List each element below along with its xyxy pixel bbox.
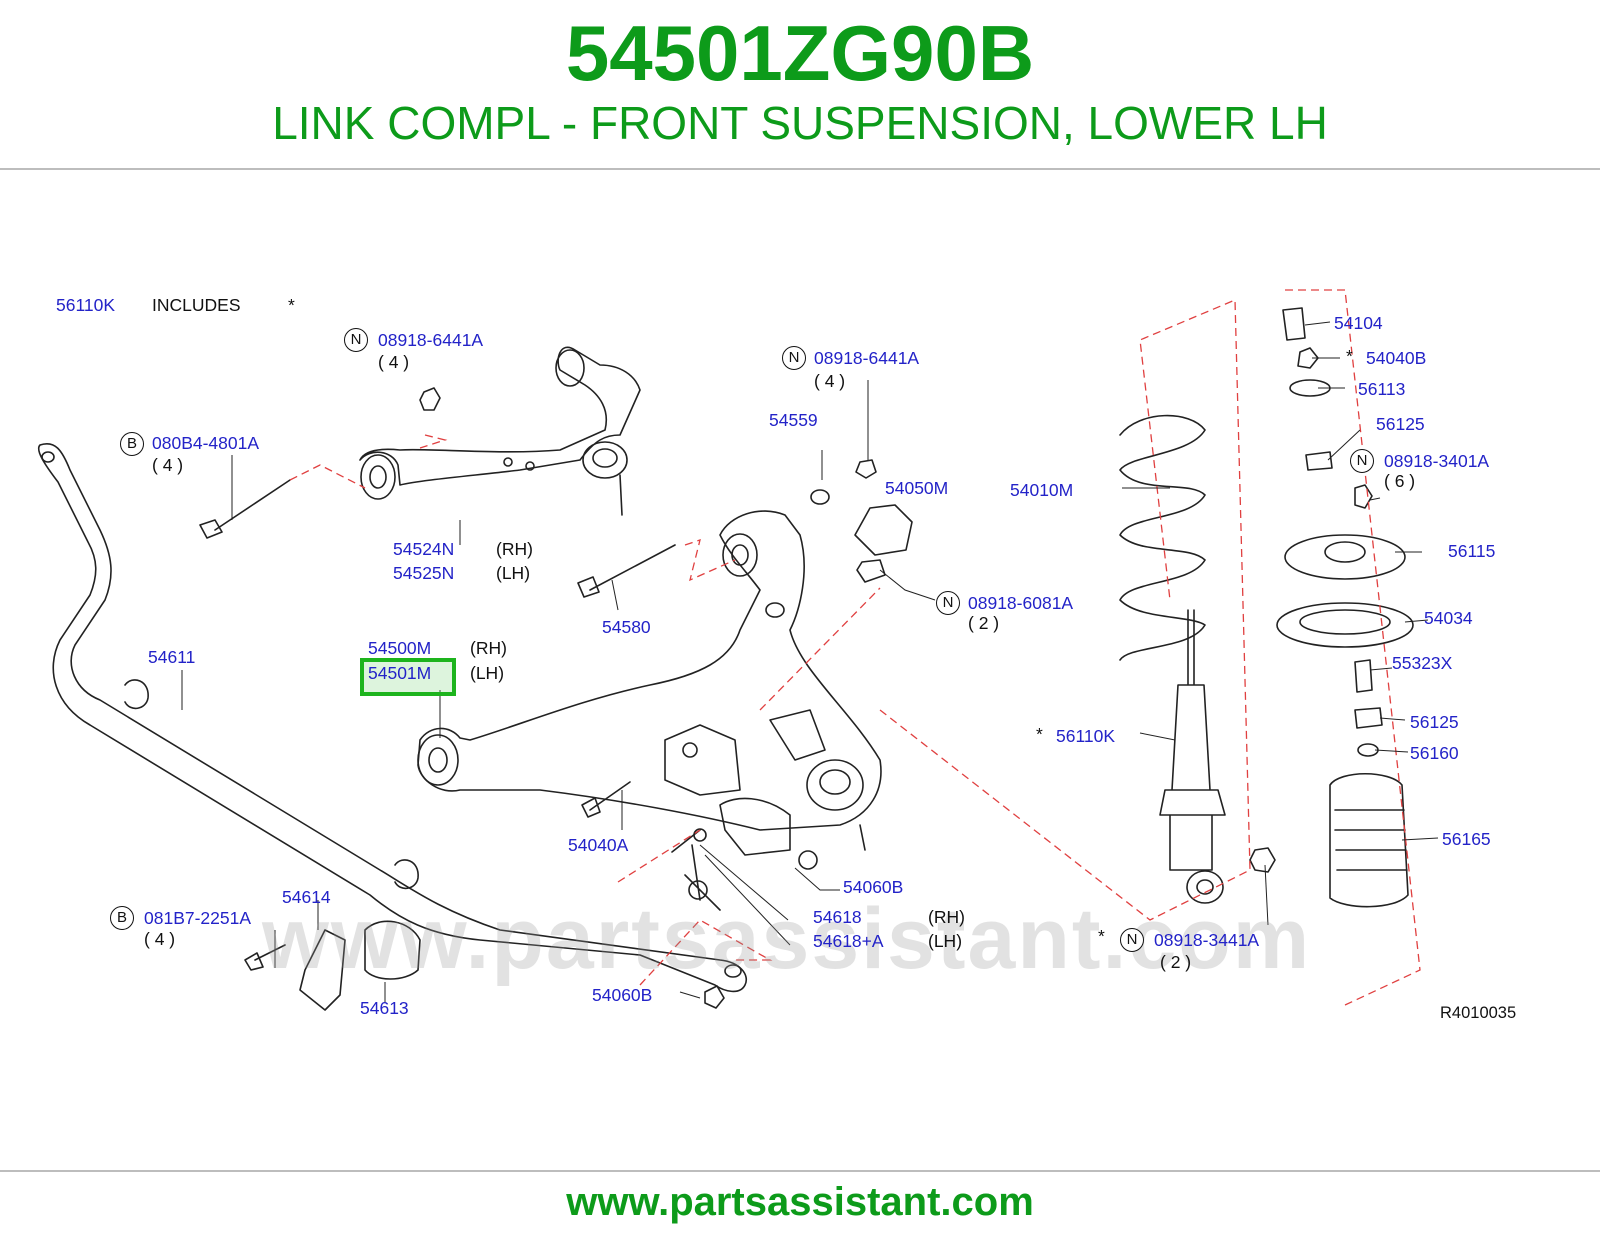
callout-54040b[interactable]: 54040B: [1366, 348, 1427, 368]
b-circle-icon: B: [110, 906, 134, 930]
callout-54060b[interactable]: 54060B: [843, 877, 904, 897]
callout-081b7-2251a[interactable]: 081B7-2251A: [144, 908, 252, 928]
callout-54500m[interactable]: 54500M: [368, 638, 432, 658]
callout-08918-6081a[interactable]: 08918-6081A: [968, 593, 1074, 613]
callout-55323x[interactable]: 55323X: [1392, 653, 1453, 673]
rh-label: (RH): [928, 907, 965, 927]
quantity-label: ( 2 ): [968, 613, 1000, 633]
quantity-label: ( 4 ): [378, 352, 410, 372]
asterisk-marker: *: [1036, 724, 1043, 744]
rh-label: (RH): [496, 539, 533, 559]
callout-54104[interactable]: 54104: [1334, 313, 1383, 333]
callout-54040a[interactable]: 54040A: [568, 835, 629, 855]
highlight-box: [360, 658, 456, 696]
callout-54060b[interactable]: 54060B: [592, 985, 653, 1005]
dust-boot-shape: [1329, 772, 1409, 908]
callout-08918-3401a[interactable]: 08918-3401A: [1384, 451, 1490, 471]
quantity-label: ( 4 ): [814, 371, 846, 391]
parts-diagram: www.partsassistant.com 56110K INCLUDES *…: [0, 270, 1600, 1060]
asterisk-marker: *: [1098, 926, 1105, 946]
suspension-drawing: [38, 289, 1439, 1011]
callout-56115[interactable]: 56115: [1448, 541, 1496, 561]
asterisk-marker: *: [288, 295, 295, 315]
n-circle-icon: N: [344, 328, 368, 352]
page-header: 54501ZG90B LINK COMPL - FRONT SUSPENSION…: [0, 0, 1600, 170]
lh-label: (LH): [928, 931, 963, 951]
part-number-title: 54501ZG90B: [565, 9, 1035, 97]
part-description: LINK COMPL - FRONT SUSPENSION, LOWER LH: [272, 97, 1328, 149]
callout-08918-6441a[interactable]: 08918-6441A: [378, 330, 484, 350]
upper-arm-shape: [359, 346, 641, 486]
callout-54611[interactable]: 54611: [148, 647, 196, 667]
callout-54501m[interactable]: 54501M: [368, 663, 432, 683]
callout-54524n[interactable]: 54524N: [393, 539, 455, 559]
n-circle-icon: N: [1120, 928, 1144, 952]
quantity-label: ( 4 ): [152, 455, 184, 475]
callout-56110k[interactable]: 56110K: [1056, 726, 1116, 746]
stabilizer-bar-shape: [38, 443, 747, 993]
callout-54613[interactable]: 54613: [360, 998, 409, 1018]
footer-divider: [0, 1170, 1600, 1172]
rh-label: (RH): [470, 638, 507, 658]
n-circle-icon: N: [782, 346, 806, 370]
asterisk-marker: *: [1346, 346, 1353, 366]
footer-url-link[interactable]: www.partsassistant.com: [566, 1180, 1034, 1224]
n-circle-icon: N: [1350, 449, 1374, 473]
lower-arm-shape: [417, 510, 882, 831]
callout-08918-6441a[interactable]: 08918-6441A: [814, 348, 920, 368]
callout-56165[interactable]: 56165: [1442, 829, 1491, 849]
callout-54614[interactable]: 54614: [282, 887, 331, 907]
callout-08918-3441a[interactable]: 08918-3441A: [1154, 930, 1260, 950]
includes-label: INCLUDES: [152, 295, 241, 315]
callout-54010m[interactable]: 54010M: [1010, 480, 1074, 500]
callout-54580[interactable]: 54580: [602, 617, 651, 637]
n-circle-icon: N: [936, 591, 960, 615]
callout-56160[interactable]: 56160: [1410, 743, 1459, 763]
callout-56125[interactable]: 56125: [1410, 712, 1459, 732]
coil-spring-shape: [1119, 414, 1206, 661]
diagram-code: R4010035: [1440, 1004, 1517, 1022]
callout-54525n[interactable]: 54525N: [393, 563, 455, 583]
header-divider: [0, 168, 1600, 170]
callout-56125[interactable]: 56125: [1376, 414, 1425, 434]
callout-54559[interactable]: 54559: [769, 410, 818, 430]
quantity-label: ( 2 ): [1160, 952, 1192, 972]
quantity-label: ( 4 ): [144, 929, 176, 949]
lh-label: (LH): [496, 563, 531, 583]
callout-56113[interactable]: 56113: [1358, 379, 1406, 399]
lh-label: (LH): [470, 663, 505, 683]
quantity-label: ( 6 ): [1384, 471, 1416, 491]
callout-54618[interactable]: 54618: [813, 907, 862, 927]
shock-absorber-shape: [1159, 609, 1226, 871]
callout-54050m[interactable]: 54050M: [885, 478, 949, 498]
b-circle-icon: B: [120, 432, 144, 456]
callout-54034[interactable]: 54034: [1424, 608, 1473, 628]
callout-56110k[interactable]: 56110K: [56, 295, 116, 315]
callout-54618a[interactable]: 54618+A: [813, 931, 884, 951]
callout-080b4-4801a[interactable]: 080B4-4801A: [152, 433, 260, 453]
